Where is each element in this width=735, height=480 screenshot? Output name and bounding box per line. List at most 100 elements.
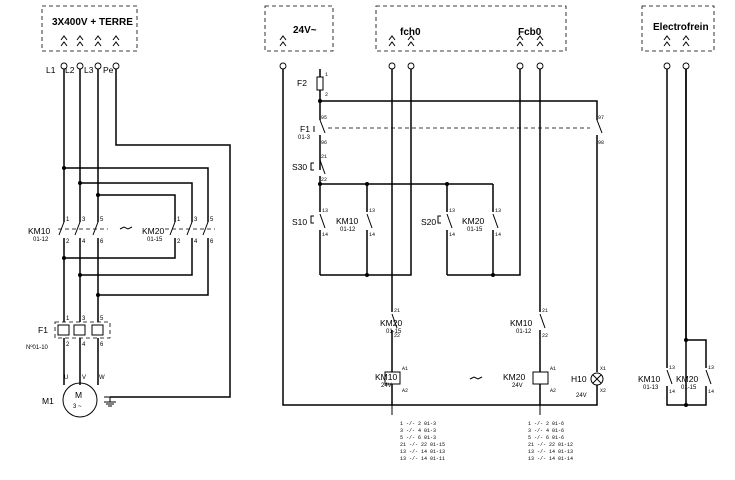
km20-hold-name: KM20	[462, 216, 484, 226]
km20-interlock-pin-21: 21	[394, 308, 400, 314]
f1-pin-98: 98	[598, 140, 604, 146]
s30-pin-21: 21	[321, 154, 327, 160]
lamp-h10: H10 24V X1 X2	[571, 366, 606, 399]
km10-pin-3: 3	[82, 217, 86, 223]
s20-pin-14: 14	[449, 232, 455, 238]
km20-pin-5: 5	[210, 217, 214, 223]
km10-pin-2: 2	[66, 239, 70, 245]
km10-hold-ref: 01-12	[340, 227, 356, 233]
motor-m1: U V W M 3 ~ M1	[42, 375, 116, 418]
connector-arrows	[60, 35, 690, 47]
km20-interlock-contact: KM20 01-15 21 22	[380, 308, 402, 339]
km20-xref-row: 13 -/- 14 01-13	[528, 449, 573, 455]
km20-xref-row: 5 -/- 6 01-6	[528, 435, 564, 441]
l1-terminal	[60, 62, 68, 70]
brake-circuit: KM10 01-13 13 14 KM20 01-15 13 14	[638, 62, 714, 407]
thermal-relay-f1: 1 3 5 2 4 6 F1 Nº01-10	[26, 316, 111, 351]
km20-xref-row: 21 -/- 22 01-12	[528, 442, 573, 448]
h10-pin-x2: X2	[600, 388, 606, 394]
km20-coil-volt: 24V	[512, 383, 523, 389]
km10-coil-volt: 24V	[381, 383, 392, 389]
phase-l1-label: L1	[46, 65, 56, 75]
km10-hold-pin-13: 13	[369, 208, 375, 214]
f1-aux-name: F1	[300, 124, 310, 134]
km20-hold-ref: 01-15	[467, 227, 483, 233]
km20-pin-6: 6	[210, 239, 214, 245]
f2-label: F2	[297, 78, 307, 88]
km10-interlock-pin-22: 22	[542, 333, 548, 339]
km20-power-contacts: 1 3 5 2 4 6 KM20 01-15	[142, 212, 215, 245]
km20-xref-row: 3 -/- 4 01-6	[528, 428, 564, 434]
km10-pin-5: 5	[100, 217, 104, 223]
km10-interlock-name: KM10	[510, 318, 532, 328]
km10-interlock-contact: KM10 01-12 21 22	[510, 308, 548, 339]
coil-interlock-icon	[469, 376, 483, 380]
brake-km10-pin-13: 13	[669, 365, 675, 371]
km20-interlock-ref: 01-15	[386, 329, 402, 335]
km10-xref-table: 1 -/- 2 01-3 3 -/- 4 01-3 5 -/- 6 01-3 2…	[391, 405, 445, 462]
km20-hold-pin-13: 13	[495, 208, 501, 214]
km10-hold-contact: KM10 01-12 13 14	[336, 184, 375, 275]
km20-coil: KM20 24V A1 A2	[503, 366, 556, 394]
fuse-f2: F2 1 2	[297, 69, 328, 98]
brake-supply-label: Electrofrein	[653, 22, 709, 33]
km20-coil-pin-a1: A1	[550, 366, 556, 372]
s20-label: S20	[421, 217, 436, 227]
f1-relay-ref: Nº01-10	[26, 344, 49, 351]
fcb0-label: Fcb0	[518, 27, 542, 38]
f1-pin-1: 1	[66, 316, 70, 322]
km20-hold-contact: KM20 01-15 13 14	[462, 184, 501, 275]
brake-km20-pin-14: 14	[708, 389, 714, 395]
brake-km20-ref: 01-15	[681, 385, 697, 391]
phase-pe-label: Pe	[103, 65, 114, 75]
motor-phase: 3 ~	[73, 404, 82, 410]
f1-pin-96: 96	[321, 140, 327, 146]
fch0-label: fch0	[400, 27, 421, 38]
km20-hold-pin-14: 14	[495, 232, 501, 238]
power-circuit: L1 L2 L3 Pe	[26, 62, 231, 418]
mechanical-interlock-icon	[119, 226, 133, 230]
km10-interlock-ref: 01-12	[516, 329, 532, 335]
s20-pin-13: 13	[449, 208, 455, 214]
km10-power-contacts: 1 3 5 2 4 6 KM10 01-12	[28, 212, 108, 300]
motor-icon	[62, 382, 98, 418]
brake-supply-box: Electrofrein	[641, 5, 715, 52]
km10-hold-pin-14: 14	[369, 232, 375, 238]
s10-label: S10	[292, 217, 307, 227]
start-button-s20: S20 13 14	[421, 184, 455, 275]
phase-l3-label: L3	[84, 65, 94, 75]
motor-symbol: M	[75, 390, 82, 400]
f2-pin-1: 1	[325, 72, 328, 78]
km20-pin-1: 1	[177, 217, 181, 223]
f1-pin-97: 97	[598, 115, 604, 121]
s30-pin-22: 22	[321, 177, 327, 183]
km10-pin-6: 6	[100, 239, 104, 245]
f1-aux-ref: 01-3	[298, 135, 311, 141]
ground-icon	[104, 396, 116, 407]
km10-interlock-pin-21: 21	[542, 308, 548, 314]
f1-pin-4: 4	[82, 342, 86, 348]
f1-pin-3: 3	[82, 316, 86, 322]
km20-xref-row: 1 -/- 2 01-6	[528, 421, 564, 427]
km20-pin-3: 3	[194, 217, 198, 223]
s30-label: S30	[292, 162, 307, 172]
km10-power-ref: 01-12	[33, 237, 49, 243]
km20-xref-table: 1 -/- 2 01-6 3 -/- 4 01-6 5 -/- 6 01-6 2…	[528, 405, 573, 462]
phase-l2-label: L2	[65, 65, 75, 75]
s10-pin-13: 13	[322, 208, 328, 214]
f1-pin-6: 6	[100, 342, 104, 348]
f1-relay-name: F1	[38, 325, 48, 335]
motor-name: M1	[42, 396, 54, 406]
motor-terminal-w: W	[99, 375, 105, 381]
power-supply-box: 3X400V + TERRE	[41, 5, 138, 52]
brake-km10-name: KM10	[638, 374, 660, 384]
km10-pin-1: 1	[66, 217, 70, 223]
control-supply-box: 24V~	[264, 5, 334, 52]
control-supply-label: 24V~	[293, 25, 317, 36]
brake-km20-pin-13: 13	[708, 365, 714, 371]
km20-coil-pin-a2: A2	[550, 388, 556, 394]
h10-label: H10	[571, 374, 587, 384]
f2-pin-2: 2	[325, 92, 328, 98]
km10-pin-4: 4	[82, 239, 86, 245]
km10-power-name: KM10	[28, 226, 50, 236]
